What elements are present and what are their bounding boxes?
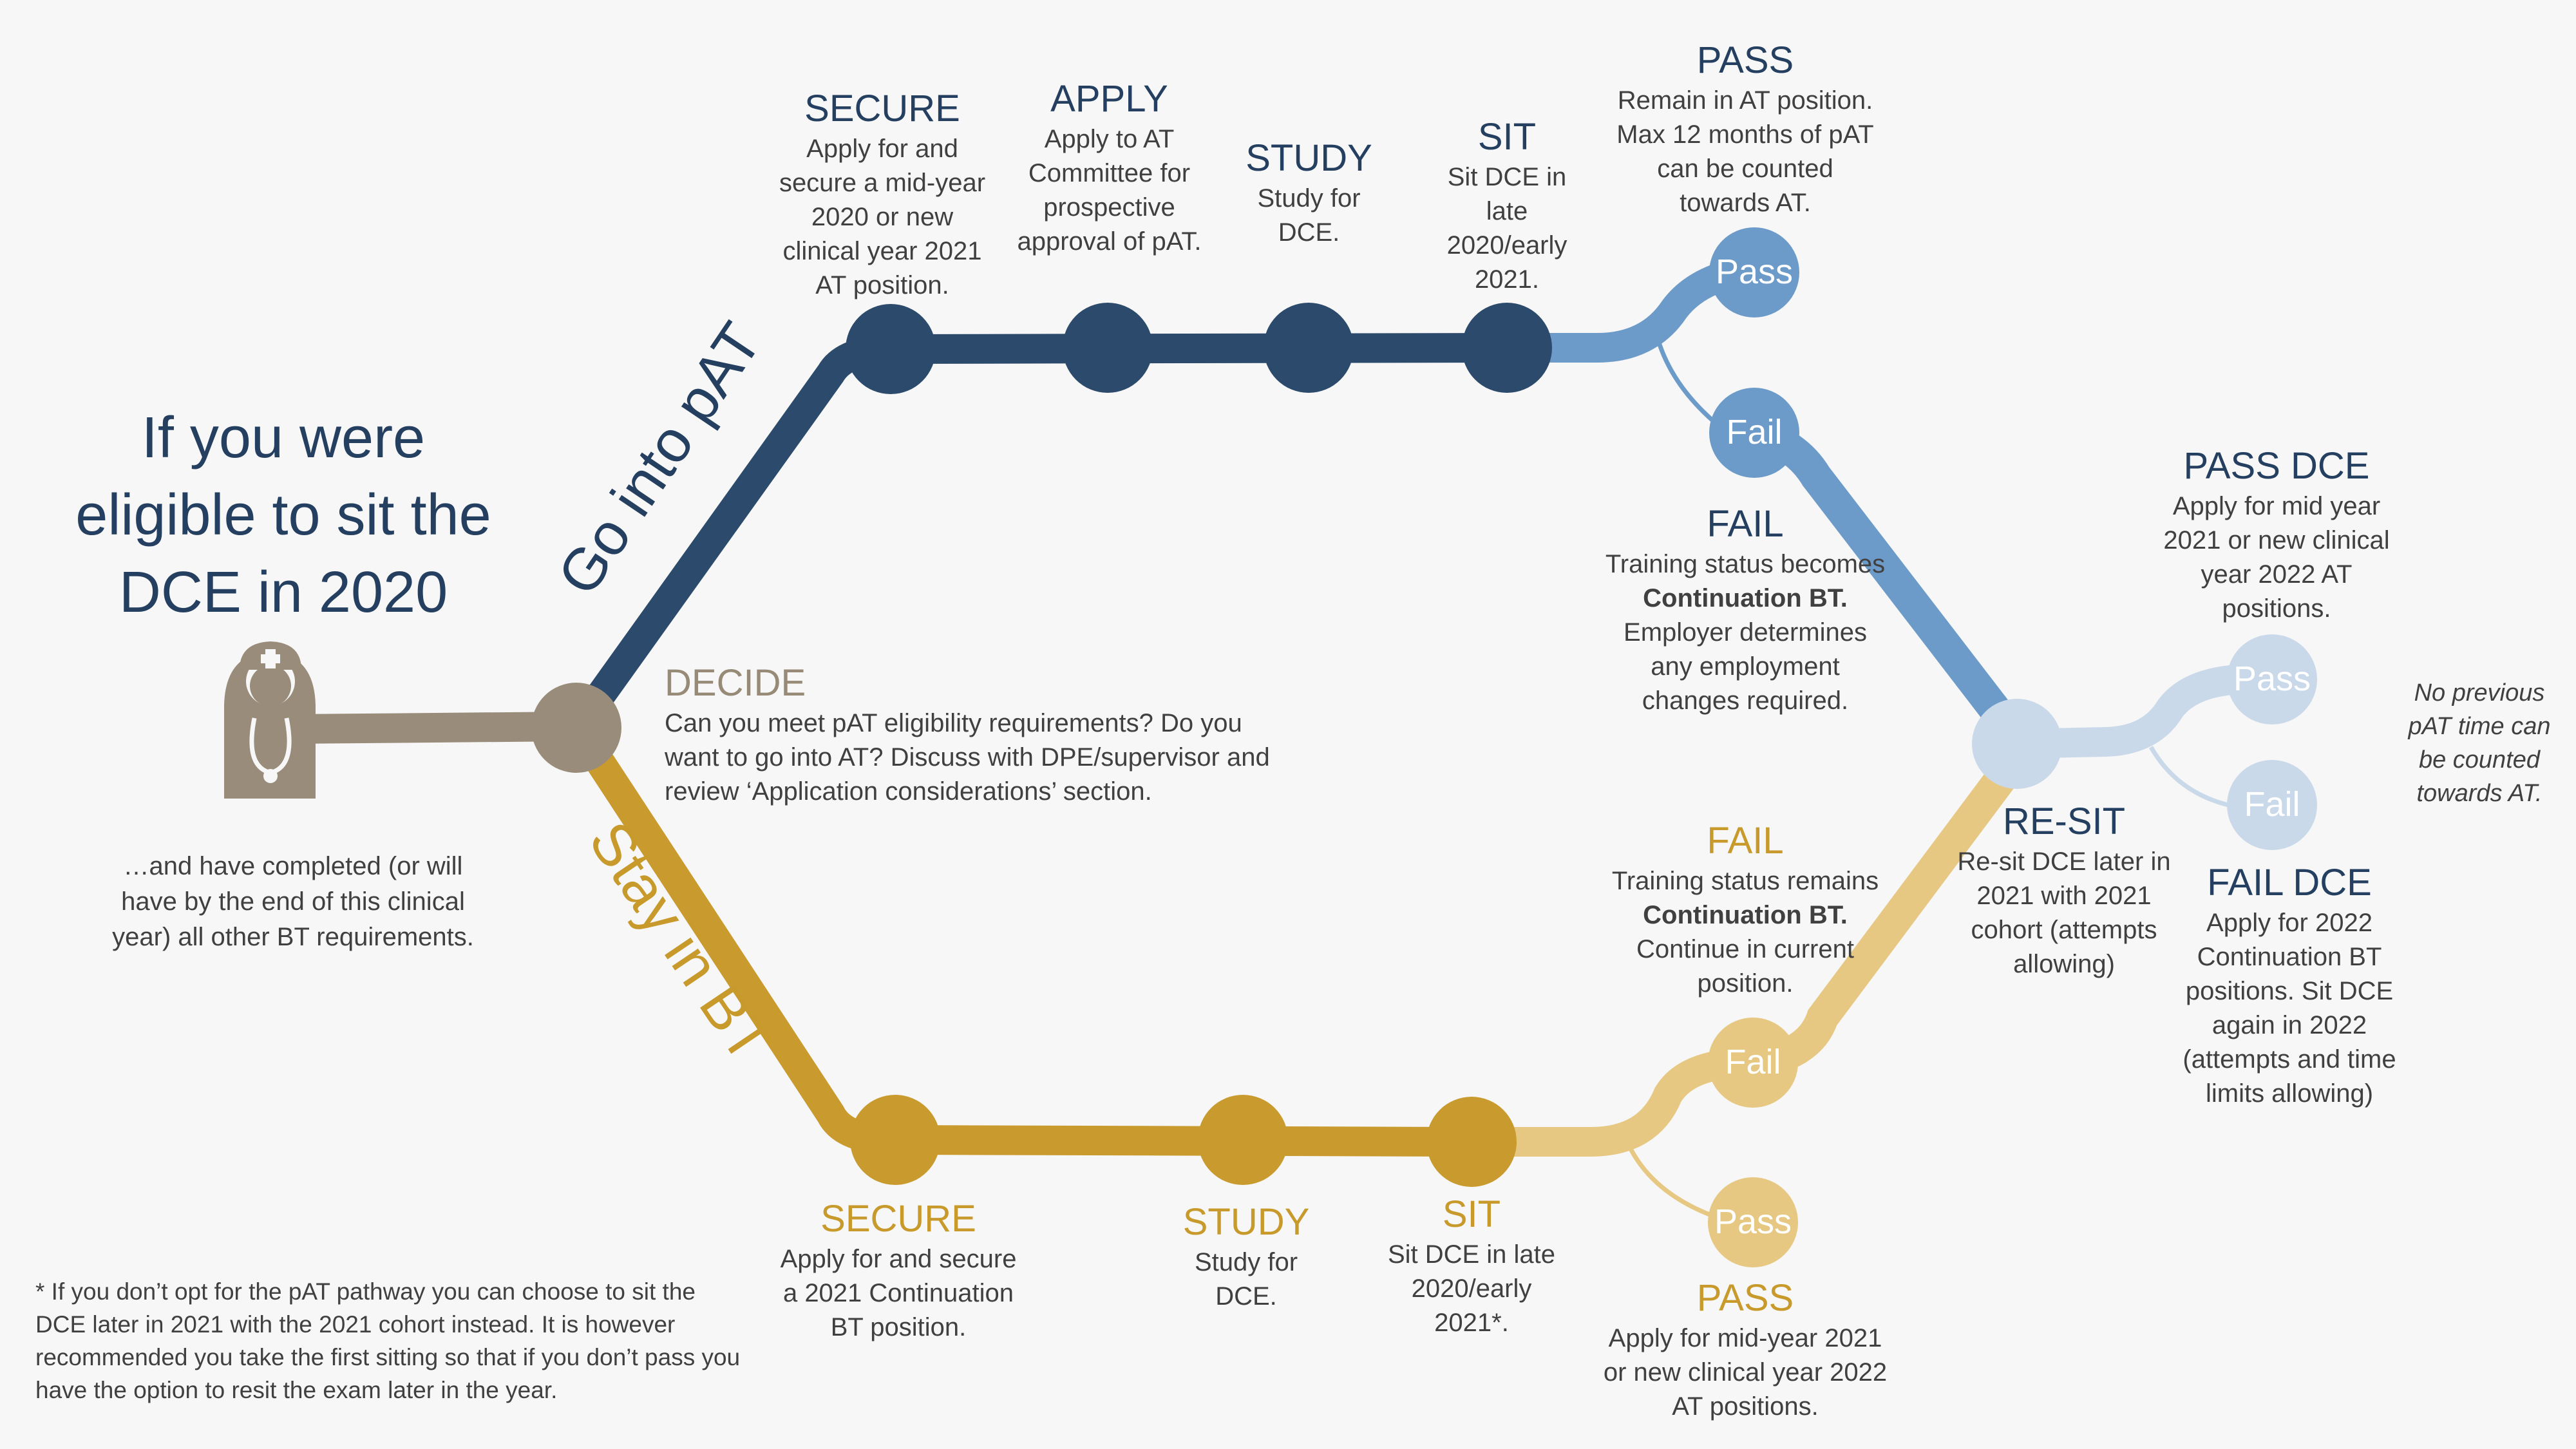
pat-apply-block: APPLY Apply to AT Committee for prospect… bbox=[1005, 76, 1214, 259]
bt-study-heading: STUDY bbox=[1182, 1201, 1310, 1243]
pat-pass-block: PASS Remain in AT position. Max 12 month… bbox=[1610, 37, 1880, 220]
bt-secure-text: Apply for and secure a 2021 Continuation… bbox=[780, 1245, 1017, 1341]
pat-fail-heading: FAIL bbox=[1707, 503, 1784, 545]
entry-connector bbox=[275, 712, 591, 744]
bt-pass-text: Apply for mid-year 2021 or new clinical … bbox=[1603, 1324, 1888, 1421]
bt-fail-text-bold: Continuation BT. bbox=[1643, 901, 1848, 929]
pat-pass-node-label: Pass bbox=[1716, 252, 1793, 291]
doctor-icon bbox=[224, 641, 316, 799]
bt-fail-heading: FAIL bbox=[1707, 820, 1784, 862]
pat-secure-heading: SECURE bbox=[804, 88, 960, 129]
resit-block: RE-SIT Re-sit DCE later in 2021 with 202… bbox=[1951, 799, 2177, 981]
pat-study-heading: STUDY bbox=[1245, 137, 1372, 179]
pat-sit-heading: SIT bbox=[1477, 116, 1537, 158]
bt-study-block: STUDY Study for DCE. bbox=[1172, 1199, 1320, 1314]
bt-sit-text: Sit DCE in late 2020/early 2021*. bbox=[1387, 1240, 1556, 1337]
pat-study-node bbox=[1264, 303, 1354, 393]
pat-study-block: STUDY Study for DCE. bbox=[1236, 135, 1381, 250]
resit-fail-node-label: Fail bbox=[2244, 785, 2300, 824]
bt-secure-node bbox=[850, 1095, 940, 1185]
bt-fail-node-label: Fail bbox=[1725, 1043, 1781, 1081]
resit-node bbox=[1972, 699, 2062, 789]
bt-secure-heading: SECURE bbox=[820, 1198, 976, 1240]
resit-pass-heading: PASS DCE bbox=[2183, 445, 2370, 487]
intro-note: …and have completed (or will have by the… bbox=[112, 852, 474, 951]
resit-text: Re-sit DCE later in 2021 with 2021 cohor… bbox=[1957, 848, 2171, 978]
pat-fail-node-label: Fail bbox=[1726, 413, 1782, 451]
pat-pass-heading: PASS bbox=[1696, 39, 1794, 81]
pat-sit-node bbox=[1462, 303, 1552, 393]
pat-pass-branch bbox=[1507, 259, 1736, 363]
resit-pass-text: Apply for mid year 2021 or new clinical … bbox=[2163, 492, 2390, 623]
resit-pass-block: PASS DCE Apply for mid year 2021 or new … bbox=[2154, 443, 2399, 626]
bt-sit-block: SIT Sit DCE in late 2020/early 2021*. bbox=[1385, 1191, 1558, 1340]
resit-fail-text: Apply for 2022 Continuation BT positions… bbox=[2183, 909, 2396, 1108]
pat-secure-block: SECURE Apply for and secure a mid-year 2… bbox=[770, 86, 995, 303]
bt-fail-text-post: Continue in current position. bbox=[1636, 935, 1854, 998]
pat-fail-text-post: Employer determines any employment chang… bbox=[1624, 618, 1867, 715]
resit-fail-node bbox=[2227, 760, 2317, 850]
pat-pass-text: Remain in AT position. Max 12 months of … bbox=[1616, 86, 1874, 217]
bt-sit-heading: SIT bbox=[1442, 1193, 1501, 1235]
bt-secure-block: SECURE Apply for and secure a 2021 Conti… bbox=[770, 1196, 1027, 1345]
pat-apply-heading: APPLY bbox=[1050, 78, 1168, 120]
stay-bt-label: Stay in BT bbox=[576, 810, 784, 1074]
pat-apply-text: Apply to AT Committee for prospective ap… bbox=[1017, 125, 1202, 256]
bt-sit-node bbox=[1426, 1097, 1517, 1187]
resit-pass-node bbox=[2227, 634, 2317, 724]
bt-fail-text-pre: Training status remains bbox=[1611, 867, 1879, 895]
bt-fail-node bbox=[1708, 1018, 1798, 1108]
bt-study-text: Study for DCE. bbox=[1194, 1248, 1298, 1311]
pat-apply-node bbox=[1063, 303, 1153, 393]
resit-fail-block: FAIL DCE Apply for 2022 Continuation BT … bbox=[2174, 860, 2405, 1111]
pat-fail-text-bold: Continuation BT. bbox=[1643, 584, 1848, 612]
decide-text: Can you meet pAT eligibility requirement… bbox=[665, 709, 1270, 806]
footnote: * If you don’t opt for the pAT pathway y… bbox=[35, 1278, 741, 1403]
pat-fail-node bbox=[1709, 388, 1799, 478]
pat-secure-node bbox=[846, 304, 936, 394]
page-title: If you were eligible to sit the DCE in 2… bbox=[75, 406, 491, 625]
decide-node bbox=[531, 683, 621, 773]
bt-pass-block: PASS Apply for mid-year 2021 or new clin… bbox=[1597, 1275, 1893, 1424]
resit-fail-heading: FAIL DCE bbox=[2207, 862, 2372, 904]
bt-fail-block: FAIL Training status remains Continuatio… bbox=[1610, 818, 1880, 1001]
pat-sit-block: SIT Sit DCE in late 2020/early 2021. bbox=[1433, 114, 1581, 297]
bt-study-node bbox=[1198, 1095, 1288, 1185]
pat-fail-block: FAIL Training status becomes Continuatio… bbox=[1604, 501, 1887, 718]
bt-pass-heading: PASS bbox=[1696, 1277, 1794, 1319]
pat-sit-text: Sit DCE in late 2020/early 2021. bbox=[1446, 163, 1567, 294]
go-pat-label: Go into pAT bbox=[545, 311, 774, 606]
resit-pass-node-label: Pass bbox=[2233, 659, 2311, 698]
pat-secure-text: Apply for and secure a mid-year 2020 or … bbox=[779, 135, 986, 299]
bt-pass-node-label: Pass bbox=[1714, 1202, 1792, 1241]
decide-heading: DECIDE bbox=[665, 662, 806, 704]
pat-pass-node bbox=[1709, 227, 1799, 317]
resit-fail-connector bbox=[2148, 746, 2229, 808]
pat-fail-text-pre: Training status becomes bbox=[1605, 550, 1886, 578]
resit-note: No previous pAT time can be counted towa… bbox=[2408, 679, 2551, 807]
resit-pass-branch bbox=[2015, 665, 2239, 759]
bt-pass-node bbox=[1708, 1177, 1798, 1267]
decide-block: DECIDE Can you meet pAT eligibility requ… bbox=[665, 660, 1296, 809]
resit-heading: RE-SIT bbox=[2002, 800, 2126, 842]
pat-study-text: Study for DCE. bbox=[1257, 184, 1361, 247]
